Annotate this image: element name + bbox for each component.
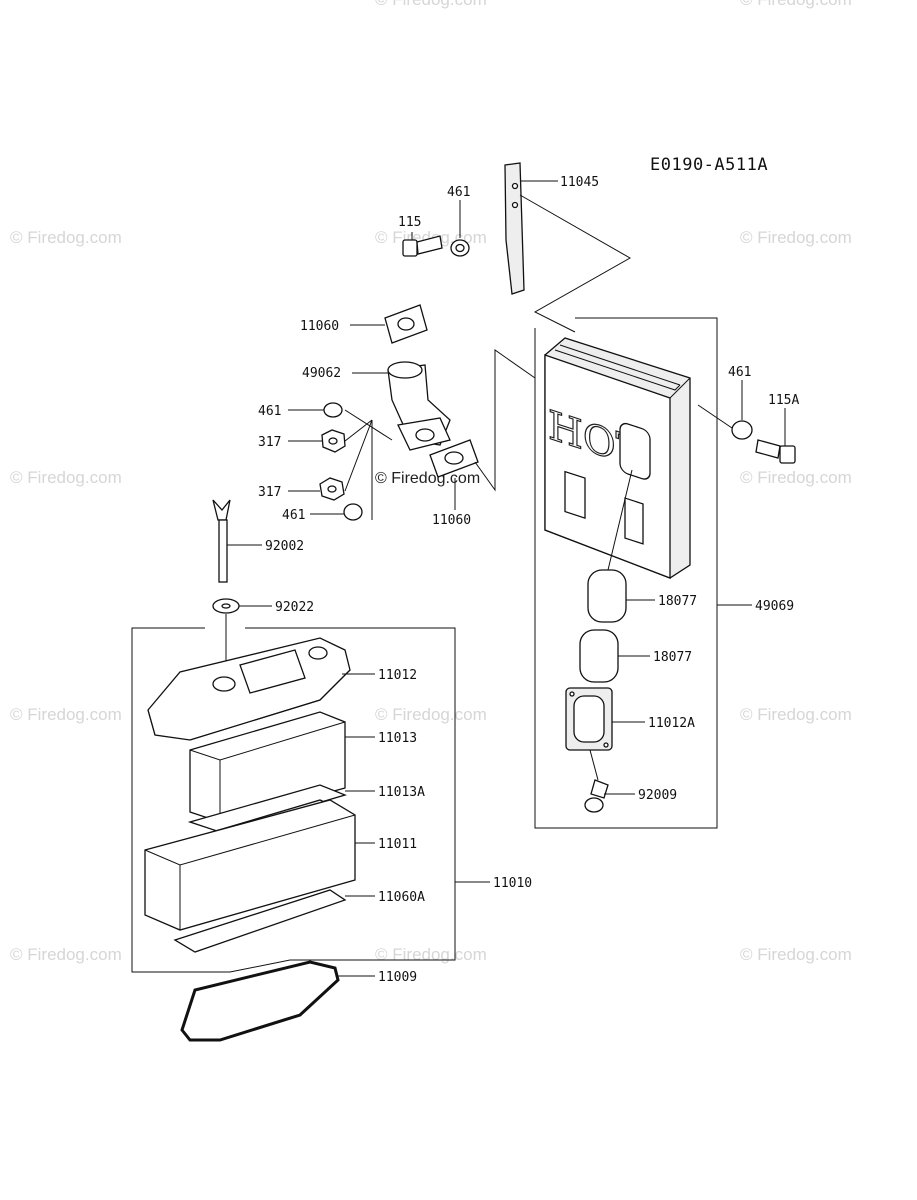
watermark: © Firedog.com [740, 228, 852, 247]
part-label: 11060 [432, 513, 471, 528]
watermark: © Firedog.com [10, 705, 122, 724]
part-label: 11045 [560, 175, 599, 190]
spark-arrester-screen [579, 629, 650, 683]
part-label: 92022 [275, 600, 314, 615]
part-label: 11013 [378, 731, 417, 746]
cover-plate [565, 687, 645, 751]
watermark: © Firedog.com [740, 468, 852, 487]
gasket [429, 439, 479, 510]
part-label: 92009 [638, 788, 677, 803]
spark-arrester-screen [587, 469, 655, 623]
screw [584, 749, 635, 813]
watermark: © Firedog.com [375, 945, 487, 964]
watermark: © Firedog.com [10, 228, 122, 247]
watermark: © Firedog.com [375, 0, 487, 9]
hex-nut [288, 477, 345, 501]
bolt [402, 232, 443, 257]
part-label: 115A [768, 393, 799, 408]
part-label: 11013A [378, 785, 425, 800]
part-label: 49069 [755, 599, 794, 614]
exhaust-pipe [352, 361, 451, 451]
base-gasket [173, 889, 375, 953]
part-label: 11010 [493, 876, 532, 891]
lock-washer [450, 200, 470, 257]
part-label: 11060A [378, 890, 425, 905]
bracket-11045 [504, 162, 558, 295]
part-label: 115 [398, 215, 421, 230]
part-label: 461 [728, 365, 751, 380]
lock-washer [288, 402, 343, 418]
part-label: 317 [258, 435, 281, 450]
lock-washer [731, 380, 753, 440]
part-label: 11012A [648, 716, 695, 731]
part-label: 11012 [378, 668, 417, 683]
watermark: © Firedog.com [375, 470, 480, 487]
filter-seal [187, 784, 375, 833]
part-label: 461 [258, 404, 281, 419]
part-label: 317 [258, 485, 281, 500]
part-label: 49062 [302, 366, 341, 381]
watermark: © Firedog.com [740, 705, 852, 724]
part-label: 92002 [265, 539, 304, 554]
part-label: 18077 [658, 594, 697, 609]
watermark: © Firedog.com [740, 0, 852, 9]
watermark: © Firedog.com [10, 945, 122, 964]
lock-washer [310, 503, 363, 521]
part-label: 18077 [653, 650, 692, 665]
o-ring-gasket [180, 960, 375, 1042]
watermark: © Firedog.com [740, 945, 852, 964]
watermarks: © Firedog.com © Firedog.com © Firedog.co… [10, 0, 852, 964]
watermark: © Firedog.com [10, 468, 122, 487]
watermark: © Firedog.com [375, 705, 487, 724]
part-label: 11060 [300, 319, 339, 334]
air-cleaner-base [144, 799, 356, 931]
gasket [350, 304, 428, 344]
washer [212, 598, 272, 614]
part-label: 461 [447, 185, 470, 200]
wing-bolt [212, 499, 262, 583]
part-label: 11009 [378, 970, 417, 985]
part-label: 11011 [378, 837, 417, 852]
bolt [755, 408, 796, 464]
diagram-code: E0190-A511A [650, 155, 768, 175]
hex-nut [288, 429, 346, 453]
part-label: 461 [282, 508, 305, 523]
muffler: HOT [544, 337, 691, 579]
air-cleaner-cover [147, 637, 375, 741]
